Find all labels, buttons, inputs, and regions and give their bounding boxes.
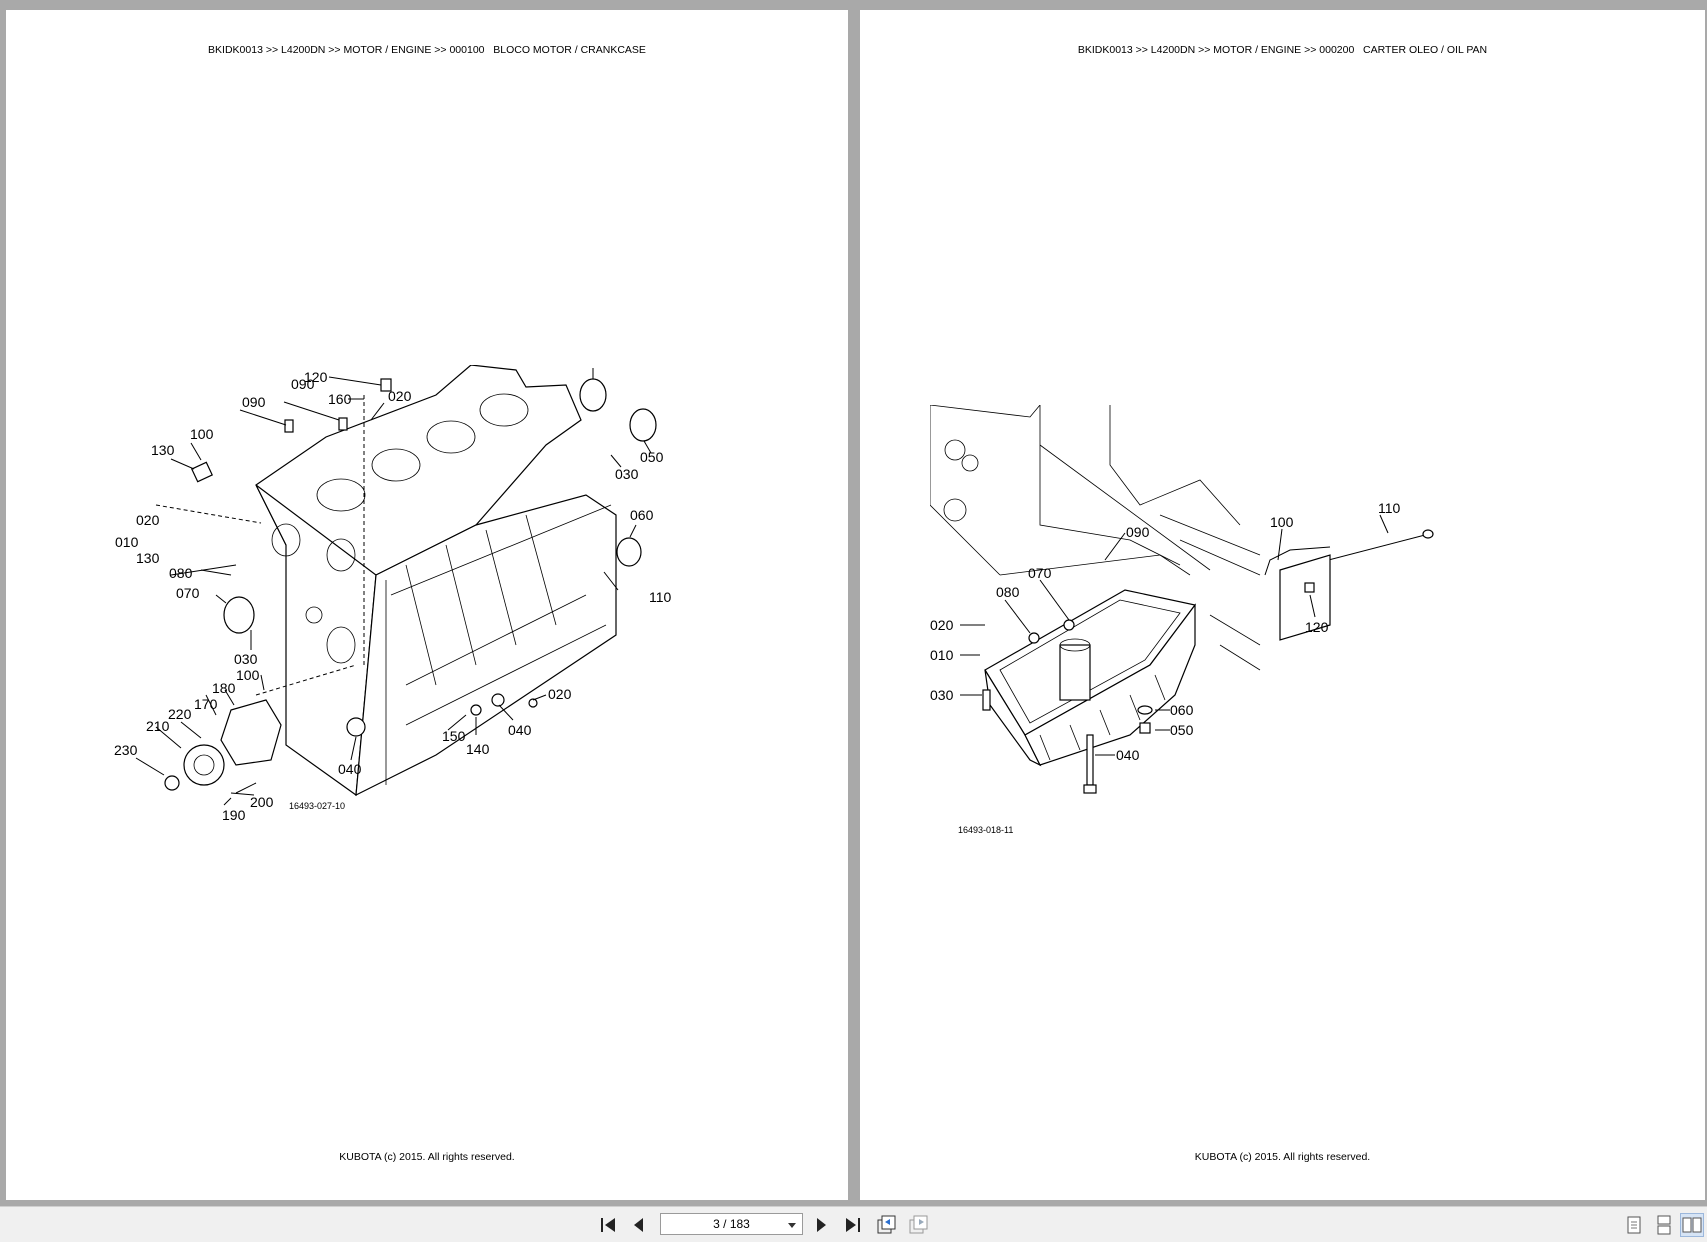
callout-140: 140 (466, 741, 490, 757)
prev-page-button[interactable] (627, 1213, 651, 1237)
callout-100: 100 (190, 426, 214, 442)
callout-150: 150 (442, 728, 466, 744)
callout-090: 090 (242, 394, 266, 410)
crankcase-diagram: 070 120 090 160 020 090 100 130 050 030 … (106, 365, 726, 885)
callout-160: 160 (328, 391, 352, 407)
document-page-left: BKIDK0013 >> L4200DN >> MOTOR / ENGINE >… (6, 10, 848, 1200)
viewer-toolbar: 3 / 183 (0, 1206, 1707, 1242)
page-header: BKIDK0013 >> L4200DN >> MOTOR / ENGINE >… (1077, 44, 1488, 56)
callout-030: 030 (615, 466, 639, 482)
continuous-view-button[interactable] (1652, 1213, 1676, 1237)
single-page-view-button[interactable] (1622, 1213, 1646, 1237)
callout-100: 100 (1270, 514, 1294, 530)
callout-040: 040 (338, 761, 362, 777)
next-page-icon (817, 1218, 826, 1232)
page-number-text: 3 / 183 (713, 1217, 750, 1231)
callout-200: 200 (250, 794, 274, 810)
forward-view-icon (909, 1215, 928, 1234)
callout-170: 170 (194, 696, 218, 712)
callout-020: 020 (548, 686, 572, 702)
go-back-view-button[interactable] (874, 1213, 898, 1237)
callout-130: 130 (151, 442, 175, 458)
next-page-button[interactable] (809, 1213, 833, 1237)
last-page-button[interactable] (841, 1213, 865, 1237)
figure-code: 16493-027-10 (289, 801, 345, 811)
callout-050: 050 (1170, 722, 1194, 738)
first-page-icon (601, 1218, 615, 1232)
callout-040: 040 (508, 722, 532, 738)
engine-block-outline (930, 405, 1261, 671)
callout-030: 030 (234, 651, 258, 667)
callout-120: 120 (304, 369, 328, 385)
callout-020: 020 (388, 388, 412, 404)
oil-pan-diagram: 110 100 090 070 080 020 010 030 120 060 … (930, 405, 1470, 845)
page-footer: KUBOTA (c) 2015. All rights reserved. (339, 1151, 515, 1163)
callout-130: 130 (136, 550, 160, 566)
callout-020: 020 (136, 512, 160, 528)
chevron-down-icon[interactable] (788, 1223, 796, 1228)
callout-070: 070 (176, 585, 200, 601)
go-forward-view-button[interactable] (906, 1213, 930, 1237)
last-page-icon (846, 1218, 860, 1232)
callout-070: 070 (579, 365, 603, 368)
callout-210: 210 (146, 718, 170, 734)
facing-pages-view-button[interactable] (1680, 1213, 1704, 1237)
callout-040: 040 (1116, 747, 1140, 763)
page-number-field[interactable]: 3 / 183 (660, 1213, 803, 1235)
callout-230: 230 (114, 742, 138, 758)
callout-180: 180 (212, 680, 236, 696)
callout-110: 110 (649, 589, 672, 605)
oil-pump (164, 699, 282, 794)
dipstick (1264, 529, 1434, 641)
continuous-page-icon (1657, 1215, 1671, 1235)
callout-070: 070 (1028, 565, 1052, 581)
callout-060: 060 (630, 507, 654, 523)
back-view-icon (877, 1215, 896, 1234)
callout-060: 060 (1170, 702, 1194, 718)
callout-080: 080 (996, 584, 1020, 600)
callout-100: 100 (236, 667, 260, 683)
callout-120: 120 (1305, 619, 1329, 635)
facing-pages-icon (1682, 1217, 1702, 1233)
prev-page-icon (634, 1218, 643, 1232)
callout-090: 090 (1126, 524, 1150, 540)
callout-010: 010 (115, 534, 139, 550)
callout-080: 080 (169, 565, 193, 581)
figure-code: 16493-018-11 (958, 825, 1013, 835)
callout-020: 020 (930, 617, 954, 633)
document-page-right: BKIDK0013 >> L4200DN >> MOTOR / ENGINE >… (860, 10, 1705, 1200)
oil-pan (984, 589, 1197, 767)
page-header: BKIDK0013 >> L4200DN >> MOTOR / ENGINE >… (208, 44, 646, 56)
first-page-button[interactable] (596, 1213, 620, 1237)
callout-010: 010 (930, 647, 954, 663)
crankcase-block (255, 365, 617, 797)
callout-030: 030 (930, 687, 954, 703)
page-footer: KUBOTA (c) 2015. All rights reserved. (1194, 1151, 1371, 1163)
callout-220: 220 (168, 706, 192, 722)
callout-190: 190 (222, 807, 246, 823)
single-page-icon (1627, 1216, 1641, 1234)
callout-110: 110 (1378, 500, 1401, 516)
callout-050: 050 (640, 449, 664, 465)
callout-090: 090 (291, 376, 315, 392)
